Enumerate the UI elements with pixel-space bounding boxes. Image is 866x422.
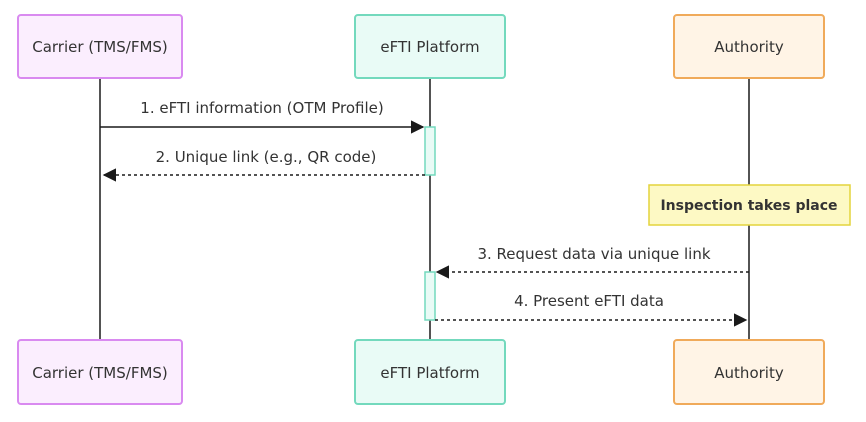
- actor-label: Carrier (TMS/FMS): [32, 364, 168, 382]
- actor-carrier-bottom: Carrier (TMS/FMS): [17, 339, 183, 405]
- message-4-label: 4. Present eFTI data: [514, 292, 664, 310]
- message-2-label: 2. Unique link (e.g., QR code): [156, 148, 377, 166]
- actor-platform-bottom: eFTI Platform: [354, 339, 506, 405]
- activation-bar-platform-1: [424, 126, 436, 176]
- actor-carrier-top: Carrier (TMS/FMS): [17, 14, 183, 79]
- actor-label: eFTI Platform: [380, 364, 479, 382]
- note-inspection: Inspection takes place: [648, 184, 851, 226]
- actor-label: Authority: [714, 38, 784, 56]
- actor-authority-bottom: Authority: [673, 339, 825, 405]
- actor-authority-top: Authority: [673, 14, 825, 79]
- message-3-label: 3. Request data via unique link: [477, 245, 710, 263]
- message-1-label: 1. eFTI information (OTM Profile): [140, 99, 383, 117]
- note-label: Inspection takes place: [660, 198, 837, 214]
- actor-platform-top: eFTI Platform: [354, 14, 506, 79]
- activation-bar-platform-2: [424, 271, 436, 321]
- actor-label: eFTI Platform: [380, 38, 479, 56]
- actor-label: Carrier (TMS/FMS): [32, 38, 168, 56]
- actor-label: Authority: [714, 364, 784, 382]
